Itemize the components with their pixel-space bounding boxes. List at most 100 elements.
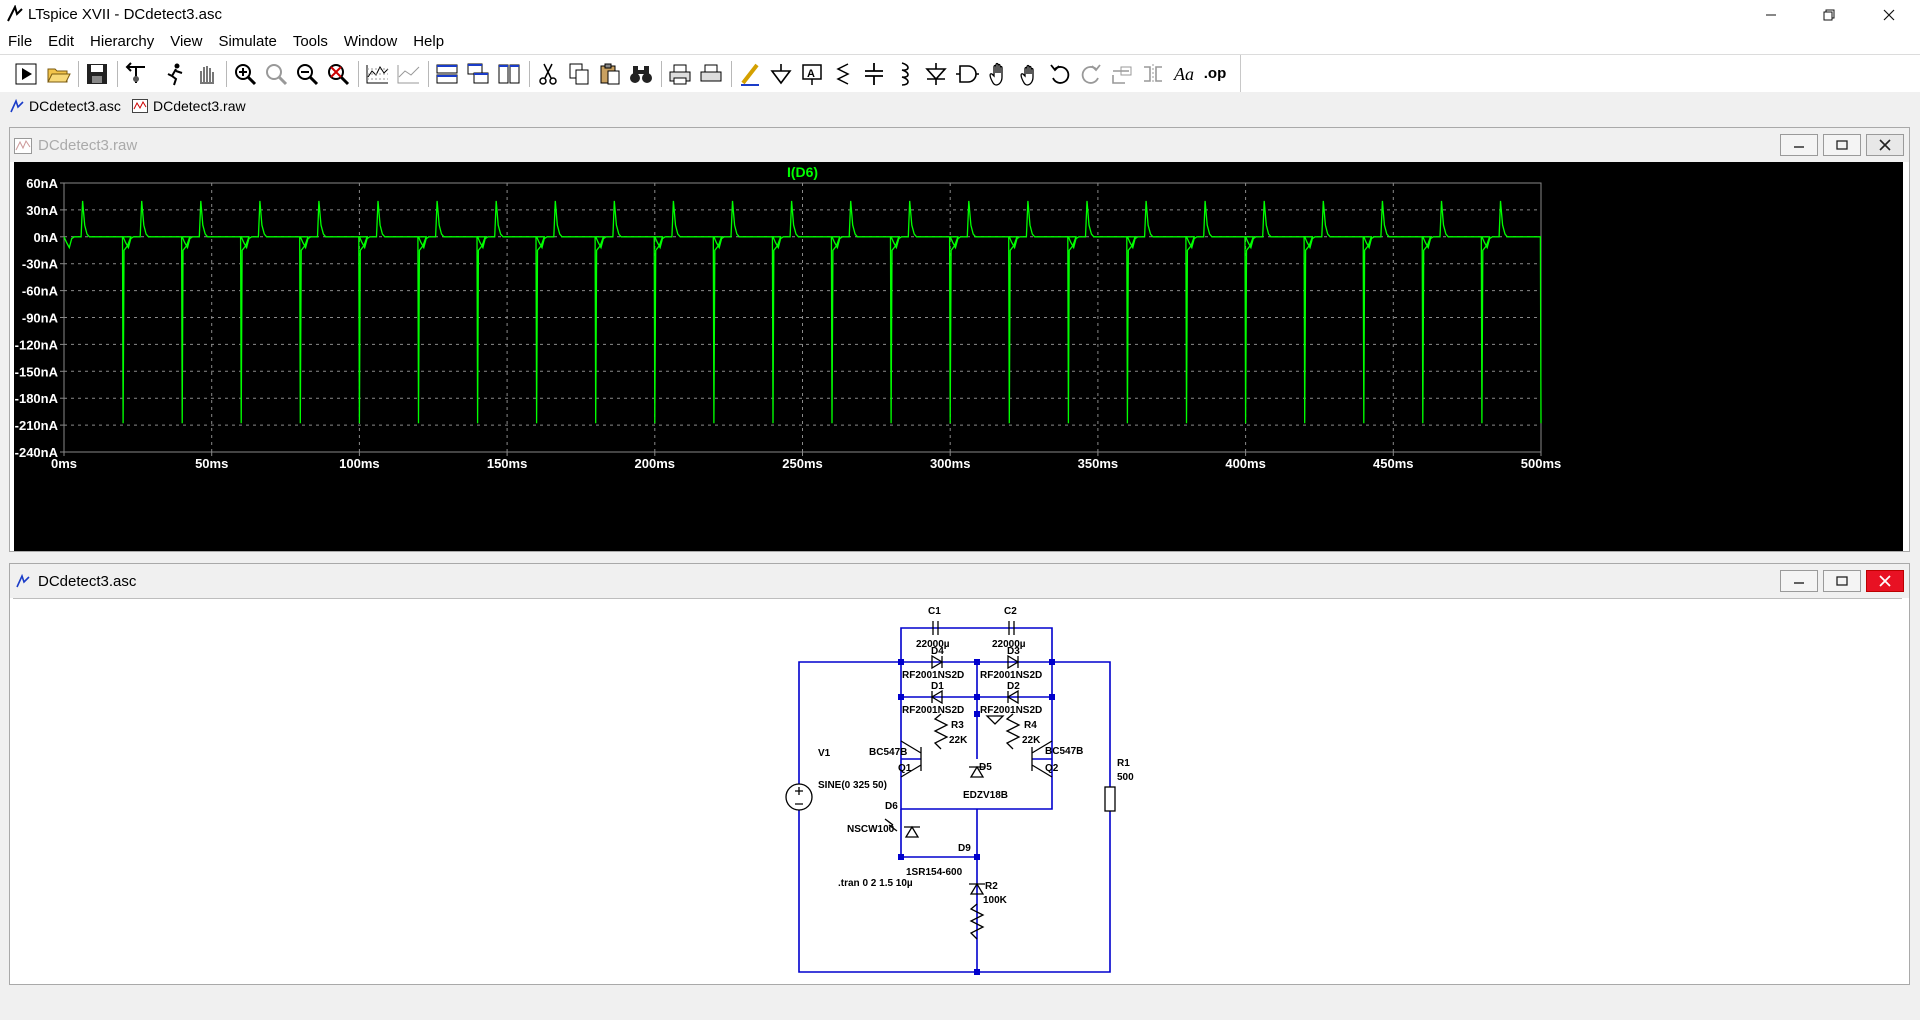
run-icon[interactable]: [13, 61, 39, 87]
minimize-icon: [1794, 582, 1804, 584]
q2-ref: Q2: [1045, 763, 1059, 774]
pan-hand-icon[interactable]: [193, 61, 219, 87]
menu-window[interactable]: Window: [343, 33, 398, 50]
zoom-fit-icon[interactable]: [325, 61, 351, 87]
inductor-icon[interactable]: [892, 61, 918, 87]
resistor-icon: [1104, 786, 1116, 812]
waveform-minimize-button[interactable]: [1780, 134, 1818, 156]
label-net-icon[interactable]: A: [799, 61, 825, 87]
r4-ref: R4: [1024, 720, 1037, 731]
delete-trace-icon[interactable]: [395, 61, 421, 87]
schematic-drawing[interactable]: C1 22000µ C2 22000µ D4 RF2001NS2D D3 RF2…: [13, 599, 1902, 983]
menu-simulate[interactable]: Simulate: [218, 33, 277, 50]
zoom-in-icon[interactable]: [232, 61, 258, 87]
mirror-icon[interactable]: [1140, 61, 1166, 87]
save-icon[interactable]: [84, 61, 110, 87]
tile-vertical-icon[interactable]: [496, 61, 522, 87]
c2-value: 22000µ: [992, 639, 1026, 650]
x-tick-label: 450ms: [1373, 456, 1413, 471]
halt-icon[interactable]: [162, 61, 188, 87]
waveform-close-button[interactable]: [1866, 134, 1904, 156]
minimize-icon: [1794, 146, 1804, 148]
control-panel-icon[interactable]: [123, 61, 149, 87]
r1-value: 500: [1117, 772, 1134, 783]
undo-icon[interactable]: [1047, 61, 1073, 87]
diode-icon[interactable]: [923, 61, 949, 87]
draw-wire-icon[interactable]: [737, 61, 763, 87]
x-tick-label: 400ms: [1225, 456, 1265, 471]
schematic-minimize-button[interactable]: [1780, 570, 1818, 592]
menu-view[interactable]: View: [170, 33, 203, 50]
schematic-junctions: [898, 659, 1055, 975]
find-binoculars-icon[interactable]: [628, 61, 654, 87]
waveform-maximize-button[interactable]: [1823, 134, 1861, 156]
y-tick-label: -30nA: [22, 257, 59, 272]
schematic-close-button[interactable]: [1866, 570, 1904, 592]
print-preview-icon[interactable]: [698, 61, 724, 87]
d3-value: RF2001NS2D: [980, 670, 1042, 681]
maximize-icon: [1836, 576, 1848, 586]
print-icon[interactable]: [667, 61, 693, 87]
r1-ref: R1: [1117, 758, 1130, 769]
window-title: LTspice XVII - DCdetect3.asc: [28, 6, 222, 23]
tab-waveform[interactable]: DCdetect3.raw: [132, 96, 246, 116]
cascade-icon[interactable]: [465, 61, 491, 87]
copy-icon[interactable]: [566, 61, 592, 87]
d5-value: EDZV18B: [963, 790, 1008, 801]
redo-icon[interactable]: [1078, 61, 1104, 87]
capacitor-icon[interactable]: [861, 61, 887, 87]
q1-value: BC547B: [869, 747, 907, 758]
menu-file[interactable]: File: [8, 33, 33, 50]
waveform-icon: [132, 99, 148, 113]
transistor-icon: [900, 740, 922, 778]
menu-hierarchy[interactable]: Hierarchy: [90, 33, 155, 50]
diode-icon: [1007, 654, 1020, 670]
paste-icon[interactable]: [597, 61, 623, 87]
tile-horizontal-icon[interactable]: [434, 61, 460, 87]
x-tick-label: 0ms: [51, 456, 77, 471]
x-tick-label: 500ms: [1521, 456, 1561, 471]
drag-hand-icon[interactable]: [1016, 61, 1042, 87]
waveform-window-titlebar: DCdetect3.raw: [10, 128, 1909, 162]
spice-directive-button[interactable]: .op: [1203, 65, 1227, 82]
chart-title: I(D6): [787, 164, 818, 180]
status-bar: [0, 992, 1920, 1020]
x-tick-label: 100ms: [339, 456, 379, 471]
restore-button[interactable]: [1806, 0, 1852, 30]
resistor-icon[interactable]: [830, 61, 856, 87]
tab-schematic[interactable]: DCdetect3.asc: [10, 96, 121, 116]
y-tick-label: -210nA: [15, 418, 59, 433]
d1-ref: D1: [931, 681, 944, 692]
y-tick-label: 0nA: [33, 230, 58, 245]
ground-icon[interactable]: [768, 61, 794, 87]
ground-icon: [985, 715, 1005, 725]
capacitor-icon: [932, 621, 939, 635]
maximize-icon: [1836, 140, 1848, 150]
y-tick-label: -90nA: [22, 311, 59, 326]
menu-edit[interactable]: Edit: [48, 33, 75, 50]
zoom-pan-icon[interactable]: [263, 61, 289, 87]
move-hand-icon[interactable]: [985, 61, 1011, 87]
schematic-maximize-button[interactable]: [1823, 570, 1861, 592]
close-button[interactable]: [1866, 0, 1912, 30]
schematic-canvas[interactable]: C1 22000µ C2 22000µ D4 RF2001NS2D D3 RF2…: [13, 598, 1902, 983]
cut-icon[interactable]: [535, 61, 561, 87]
open-folder-icon[interactable]: [45, 61, 71, 87]
autorange-icon[interactable]: [364, 61, 390, 87]
minimize-button[interactable]: [1748, 0, 1794, 30]
text-tool-button[interactable]: Aa: [1174, 64, 1194, 84]
voltage-source-icon: [785, 783, 813, 811]
y-tick-label: -180nA: [15, 391, 59, 406]
document-tab-bar: DCdetect3.asc DCdetect3.raw: [0, 92, 1920, 118]
rotate-icon[interactable]: [1109, 61, 1135, 87]
menu-tools[interactable]: Tools: [292, 33, 328, 50]
component-icon[interactable]: [954, 61, 980, 87]
r2-value: 100K: [983, 895, 1008, 906]
d4-value: RF2001NS2D: [902, 670, 964, 681]
title-bar: LTspice XVII - DCdetect3.asc: [0, 0, 1920, 30]
zoom-out-icon[interactable]: [294, 61, 320, 87]
d2-ref: D2: [1007, 681, 1020, 692]
menu-help[interactable]: Help: [413, 33, 445, 50]
